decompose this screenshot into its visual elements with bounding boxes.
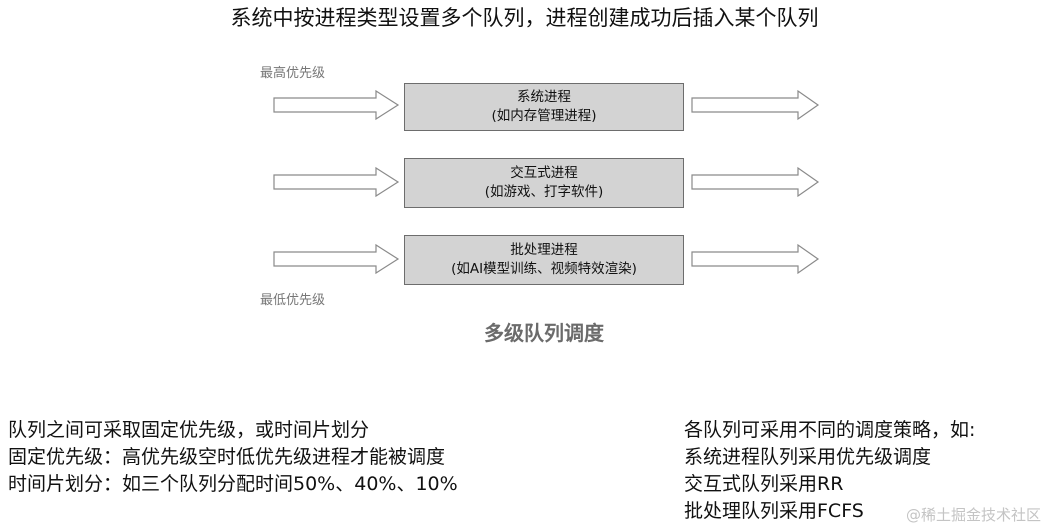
right-note-line: 各队列可采用不同的调度策略，如: xyxy=(684,419,976,441)
queue-3-input-arrow xyxy=(273,243,400,275)
queue-1-title: 系统进程 xyxy=(517,89,571,105)
watermark: @稀土掘金技术社区 xyxy=(905,506,1041,524)
queue-1-output-arrow xyxy=(691,89,820,121)
priority-high-label: 最高优先级 xyxy=(260,66,326,81)
queue-2-output-arrow xyxy=(691,166,820,198)
right-notes: 各队列可采用不同的调度策略，如: 系统进程队列采用优先级调度 交互式队列采用RR… xyxy=(684,417,975,525)
right-note-line: 系统进程队列采用优先级调度 xyxy=(684,446,932,468)
queue-1-input-arrow xyxy=(273,89,400,121)
queue-3-output-arrow xyxy=(691,243,820,275)
queue-3-example: (如AI模型训练、视频特效渲染) xyxy=(451,261,637,277)
queue-box-system: 系统进程 (如内存管理进程) xyxy=(404,83,684,131)
queue-2-example: (如游戏、打字软件) xyxy=(484,184,604,200)
queue-3-title: 批处理进程 xyxy=(510,242,578,258)
queue-box-batch: 批处理进程 (如AI模型训练、视频特效渲染) xyxy=(404,235,684,285)
queue-1-example: (如内存管理进程) xyxy=(491,108,597,124)
right-note-line: 交互式队列采用RR xyxy=(684,473,844,495)
left-note-line: 时间片划分：如三个队列分配时间50%、40%、10% xyxy=(8,473,458,495)
left-note-line: 固定优先级：高优先级空时低优先级进程才能被调度 xyxy=(8,446,446,468)
diagram-caption: 多级队列调度 xyxy=(484,321,604,345)
right-note-line: 批处理队列采用FCFS xyxy=(684,500,864,522)
left-notes: 队列之间可采取固定优先级，或时间片划分 固定优先级：高优先级空时低优先级进程才能… xyxy=(8,417,458,498)
left-note-line: 队列之间可采取固定优先级，或时间片划分 xyxy=(8,419,370,441)
queue-2-title: 交互式进程 xyxy=(510,165,578,181)
diagram-title: 系统中按进程类型设置多个队列，进程创建成功后插入某个队列 xyxy=(230,6,819,30)
queue-2-input-arrow xyxy=(273,166,400,198)
queue-box-interactive: 交互式进程 (如游戏、打字软件) xyxy=(404,158,684,208)
priority-low-label: 最低优先级 xyxy=(260,293,326,308)
